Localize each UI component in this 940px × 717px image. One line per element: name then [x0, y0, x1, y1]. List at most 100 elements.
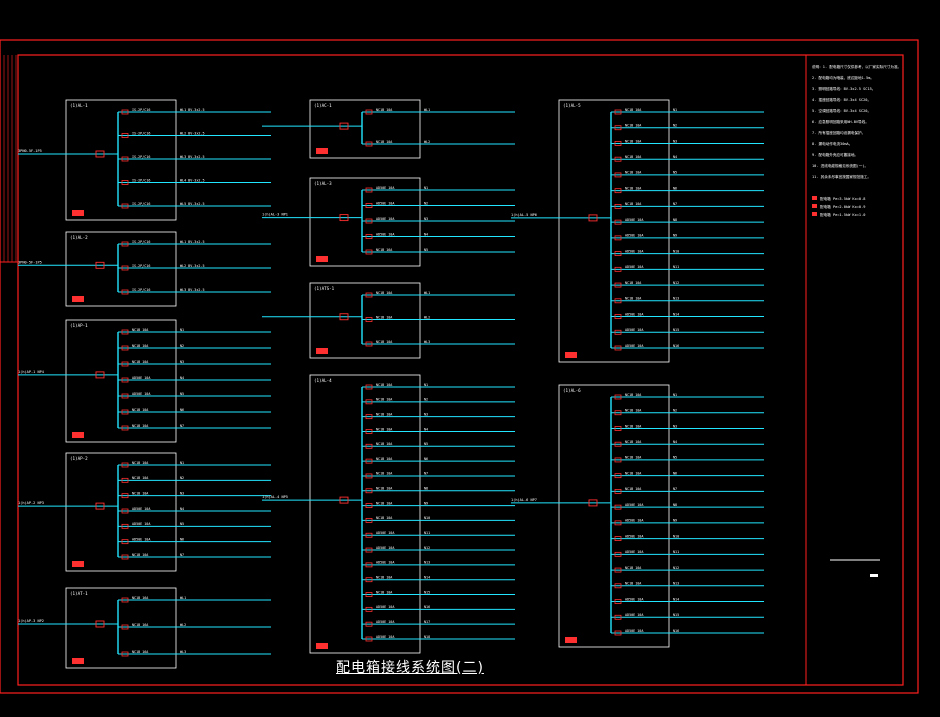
feeder-label: N11 [673, 265, 679, 269]
circuit-breaker-label: AD50E 10A [132, 507, 150, 511]
circuit-breaker [121, 109, 129, 115]
circuit-breaker [614, 156, 622, 162]
circuit-breaker-label: NC1B 10A [132, 461, 148, 465]
circuit-breaker [614, 504, 622, 510]
legend-entry: 配电箱 Pe=1.5kW Kx=1.0 [820, 212, 865, 217]
incoming-feeder-label: 3PN0-5F-1P5 [18, 149, 42, 153]
circuit-breaker [614, 219, 622, 225]
circuit-breaker-label: AD50E 10A [132, 522, 150, 526]
circuit-breaker [365, 473, 373, 479]
feeder-label: N10 [673, 249, 679, 253]
box-tag [316, 148, 328, 154]
circuit-breaker-label: AD50E 10A [625, 629, 643, 633]
box-header: (1)AP-1 [70, 323, 88, 328]
circuit-breaker-label: NC1B 10A [625, 281, 641, 285]
box-outline [65, 587, 177, 669]
circuit-breaker [365, 606, 373, 612]
box-tag [72, 210, 84, 216]
circuit-breaker [614, 410, 622, 416]
circuit-breaker [614, 536, 622, 541]
circuit-breaker-label: NC1B 10A [625, 186, 641, 190]
circuit-breaker-label: AD50E 10A [625, 550, 643, 554]
circuit-breaker-label: IS-2P/C16 [132, 202, 150, 206]
circuit-breaker [121, 345, 129, 351]
circuit-breaker [614, 141, 622, 146]
feeder-label: N14 [424, 576, 430, 580]
main-breaker [339, 214, 349, 222]
circuit-breaker [365, 547, 373, 553]
feeder-label: N6 [673, 471, 677, 475]
circuit-breaker-label: NC1B 10A [376, 291, 392, 295]
circuit-breaker [121, 329, 129, 335]
circuit-breaker-label: NC1B 10A [376, 383, 392, 387]
circuit-breaker-label: NC1B 10A [132, 424, 148, 428]
circuit-breaker [365, 399, 373, 405]
feeder-label: N3 [424, 217, 428, 221]
circuit-breaker-label: AD50E 10A [376, 186, 394, 190]
feeder-label: N4 [180, 507, 184, 511]
feeder-label: N2 [180, 476, 184, 480]
circuit-breaker [121, 508, 129, 514]
feeder-label: N7 [180, 424, 184, 428]
feeder-label: N3 [180, 491, 184, 495]
feeder-label: WL1 BV-3x2.5 [180, 240, 205, 244]
circuit-breaker-label: AD50E 10A [625, 249, 643, 253]
box-tag [316, 643, 328, 649]
circuit-breaker-label: AD50E 10A [376, 546, 394, 550]
feeder-label: N1 [673, 108, 677, 112]
circuit-breaker [365, 249, 373, 255]
feeder-label: N1 [180, 461, 184, 465]
feeder-label: N16 [673, 344, 679, 348]
circuit-breaker-label: NC1B 10A [376, 398, 392, 402]
note-line: 4. 插座回路导线：BV-3x4 SC20。 [812, 97, 871, 102]
circuit-breaker-label: NC1B 10A [625, 139, 641, 143]
circuit-breaker [365, 218, 373, 224]
note-line: 9. 配电箱外壳应可靠接地。 [812, 152, 858, 157]
main-breaker [95, 620, 105, 628]
feeder-label: WL3 BV-3x2.5 [180, 288, 205, 292]
circuit-breaker [614, 441, 622, 447]
circuit-breaker-label: NC1B 10A [625, 124, 641, 128]
feeder-label: N5 [673, 171, 677, 175]
note-line: 7. 所有插座回路均设漏电保护。 [812, 130, 865, 135]
box-tag [565, 637, 577, 643]
feeder-label: N7 [673, 487, 677, 491]
circuit-breaker [121, 624, 129, 630]
circuit-breaker-label: NC1B 10A [625, 566, 641, 570]
feeder-label: N9 [424, 501, 428, 505]
box-outline [558, 99, 670, 363]
feeder-label: N3 [424, 412, 428, 416]
circuit-breaker-label: NC1B 10A [625, 471, 641, 475]
circuit-breaker [121, 554, 129, 560]
circuit-breaker-label: NC1B 10A [376, 412, 392, 416]
feeder-label: N4 [424, 427, 428, 431]
feeder-label: N6 [424, 457, 428, 461]
circuit-breaker-label: AD50E 10A [376, 217, 394, 221]
box-header: (1)ATS-1 [314, 286, 335, 291]
circuit-breaker-label: NC1B 10A [376, 501, 392, 505]
circuit-breaker [614, 345, 622, 351]
incoming-feeder-label: 3PN0-5F-1P5 [18, 260, 42, 264]
feeder-label: N6 [180, 408, 184, 412]
circuit-breaker [365, 562, 373, 568]
incoming-feeder-label: 1(h)AL-4 NP5 [262, 495, 288, 499]
circuit-breaker [614, 426, 622, 431]
circuit-breaker-label: AD50E 10A [625, 519, 643, 523]
circuit-breaker [121, 241, 129, 247]
circuit-breaker-label: NC1B 10A [625, 440, 641, 444]
feeder-label: N4 [180, 376, 184, 380]
feeder-label: N6 [673, 186, 677, 190]
circuit-breaker [121, 539, 129, 545]
feeder-label: N9 [673, 519, 677, 523]
feeder-label: N14 [673, 597, 679, 601]
circuit-breaker-label: NC1B 10A [376, 472, 392, 476]
feeder-label: WL5 BV-3x2.5 [180, 202, 205, 206]
circuit-breaker [121, 651, 129, 657]
feeder-label: N4 [673, 440, 677, 444]
circuit-breaker [121, 523, 129, 529]
circuit-breaker [614, 266, 622, 272]
